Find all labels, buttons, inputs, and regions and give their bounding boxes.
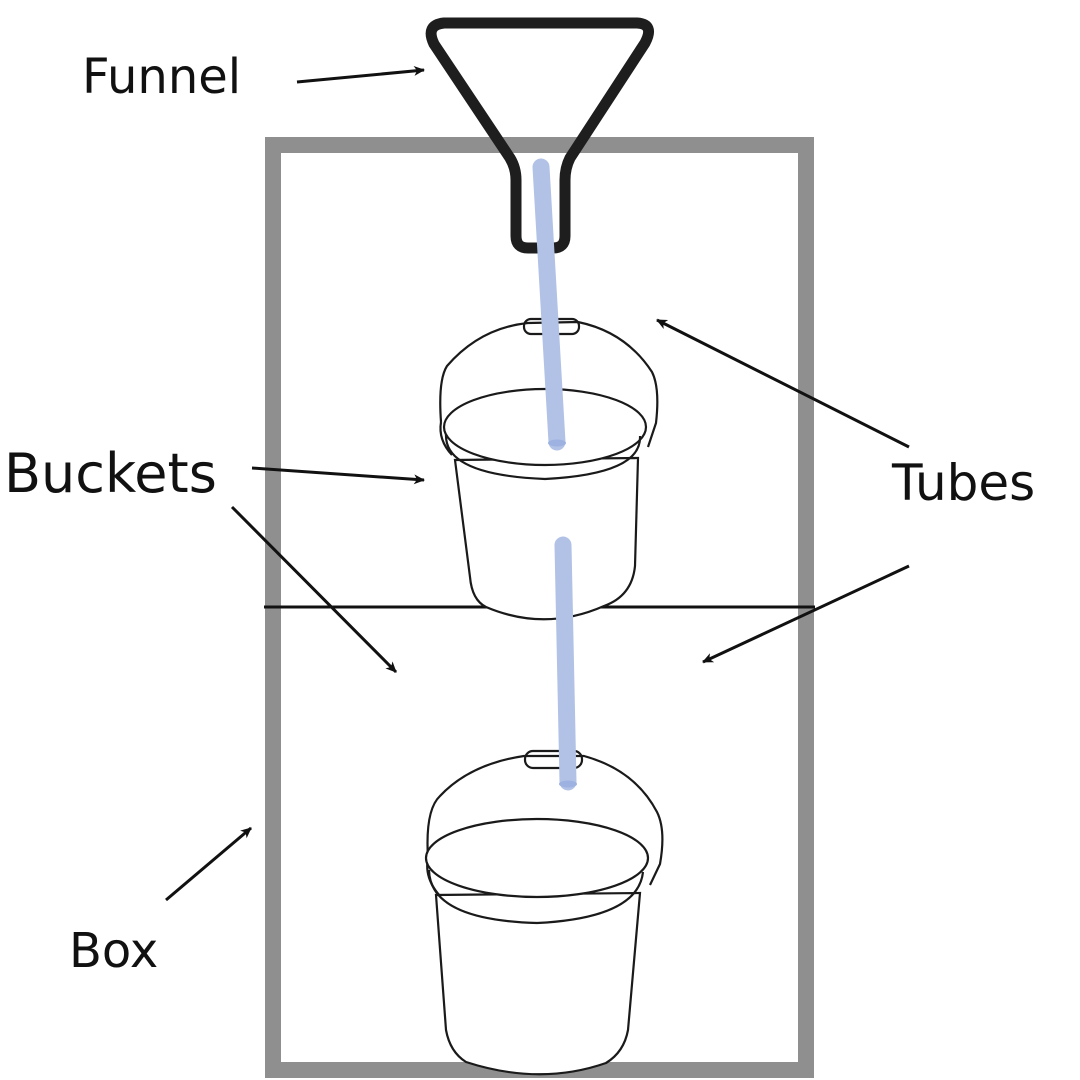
buckets-arrow-upper (251, 466, 425, 485)
buckets-arrow-lower (230, 505, 398, 674)
funnel-label: Funnel (82, 49, 241, 105)
upper-bucket (439, 317, 659, 621)
funnel-arrow (296, 65, 425, 84)
tubes-arrow-lower (702, 564, 910, 664)
buckets-label: Buckets (4, 442, 217, 505)
tubes-arrow-upper (656, 318, 910, 449)
lower-bucket (424, 749, 664, 1076)
box-label: Box (69, 923, 158, 979)
lower-tube-end (559, 780, 577, 788)
upper-tube (532, 158, 566, 451)
upper-tube-end (548, 439, 566, 447)
tubes-label: Tubes (891, 454, 1035, 512)
box-arrow (165, 826, 252, 902)
lower-tube (554, 536, 577, 791)
